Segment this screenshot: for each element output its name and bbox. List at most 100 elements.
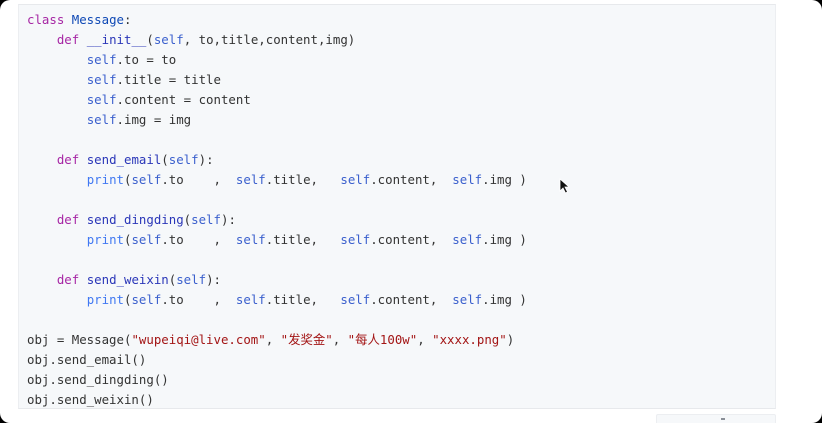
code-token: .content = content [116,92,251,107]
code-token: .img ) [482,232,527,247]
code-block[interactable]: class Message: def __init__(self, to,tit… [18,4,776,409]
code-token: "xxxx.png" [432,332,507,347]
code-token: self [131,232,162,247]
code-token: obj.send_weixin() [27,392,154,407]
code-token [27,32,57,47]
code-line: obj = Message("wupeiqi@live.com", "发奖金",… [27,330,527,350]
code-token: .title, [265,292,341,307]
mouse-pointer-icon [559,178,571,194]
code-token: self [340,172,371,187]
code-token [27,52,87,67]
code-token: .content, [370,292,453,307]
code-token: "wupeiqi@live.com" [131,332,266,347]
code-token: ( [124,172,132,187]
code-line: self.title = title [27,70,527,90]
code-token [27,172,87,187]
code-token: .title, [265,172,341,187]
code-line: obj.send_dingding() [27,370,527,390]
code-token: , [332,332,348,347]
code-token [27,152,57,167]
code-token: , [265,332,281,347]
code-token [27,112,87,127]
code-token: "每人100w" [347,332,418,347]
code-token: self [235,172,266,187]
code-token: self [340,232,371,247]
code-token: def [56,272,87,287]
code-token: send_dingding [86,212,184,227]
chip-mark [721,418,725,420]
code-token: ( [161,152,169,167]
code-token: .content, [370,172,453,187]
code-token: .title, [265,232,341,247]
code-line [27,310,527,330]
code-token: , to,title,content,img) [183,32,356,47]
code-token: def [56,212,87,227]
code-token: , [417,332,433,347]
code-token: ( [146,32,154,47]
code-token: .title = title [116,72,221,87]
code-token: ) [506,332,515,347]
code-token: self [131,172,162,187]
code-token: self [340,292,371,307]
code-token: def [56,152,87,167]
code-token [27,72,87,87]
code-token: def [56,32,87,47]
code-token: self [176,272,207,287]
code-token: .img = img [116,112,192,127]
code-line: obj.send_email() [27,350,527,370]
code-token: ( [168,272,177,287]
code-token: self [235,232,266,247]
code-token [27,272,57,287]
code-token: send_weixin [86,272,169,287]
code-token: .to = to [116,52,177,67]
code-line: def send_dingding(self): [27,210,527,230]
code-line: print(self.to , self.title, self.content… [27,170,527,190]
code-token: self [86,52,117,67]
code-token: ( [124,232,132,247]
code-content[interactable]: class Message: def __init__(self, to,tit… [27,10,527,410]
code-token: __init__ [86,32,147,47]
code-token: class [27,12,72,27]
code-token: print [86,232,124,247]
code-line: def send_email(self): [27,150,527,170]
code-line [27,250,527,270]
code-line: print(self.to , self.title, self.content… [27,230,527,250]
code-token: self [131,292,162,307]
code-token: ( [183,212,192,227]
code-line: class Message: [27,10,527,30]
code-token: ): [206,272,221,287]
code-token: .to , [161,292,236,307]
code-line [27,130,527,150]
code-token: Message [71,12,124,27]
code-token: self [86,112,117,127]
code-token: obj.send_email() [27,352,147,367]
code-line: self.img = img [27,110,527,130]
code-token: self [191,212,221,227]
code-line: self.content = content [27,90,527,110]
code-token: obj = Message( [27,332,132,347]
code-token [27,212,57,227]
code-token: self [452,292,483,307]
code-token: send_email [86,152,162,167]
code-token: .to , [161,172,236,187]
code-line: def send_weixin(self): [27,270,527,290]
code-line: obj.send_weixin() [27,390,527,410]
code-token: self [452,232,483,247]
code-token: print [86,292,124,307]
code-token: self [452,172,483,187]
code-token: obj.send_dingding() [27,372,169,387]
code-token [27,232,87,247]
code-line: print(self.to , self.title, self.content… [27,290,527,310]
code-token: self [86,72,117,87]
code-token [27,292,87,307]
code-token: : [123,12,132,27]
code-token: ( [124,292,132,307]
code-line [27,190,527,210]
code-line: self.to = to [27,50,527,70]
code-token: print [86,172,124,187]
code-token: .to , [161,232,236,247]
code-token: .img ) [482,292,527,307]
code-token [27,92,87,107]
code-token: self [235,292,266,307]
